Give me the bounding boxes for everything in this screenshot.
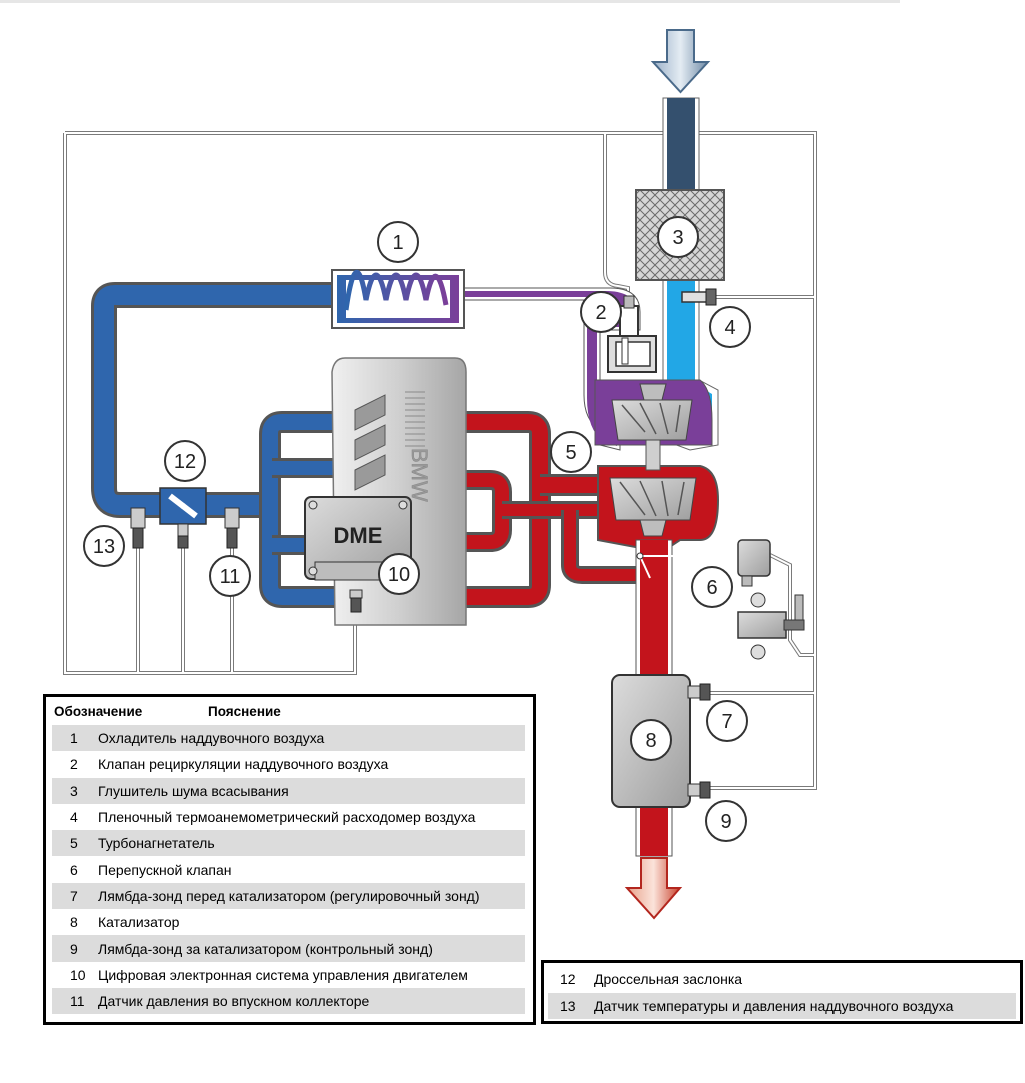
throttle-valve: [159, 487, 207, 549]
legend-row: 7 Лямбда-зонд перед катализатором (регули…: [52, 882, 525, 910]
legend-row-text: Датчик давления во впускном коллекторе: [98, 993, 370, 1010]
svg-text:6: 6: [706, 577, 717, 599]
legend-row-number: 5: [70, 835, 78, 852]
legend-row-number: 9: [70, 940, 78, 957]
legend-row-text: Клапан рециркуляции наддувочного воздуха: [98, 756, 389, 773]
legend-row-text: Пленочный термоанемометрический расходом…: [98, 809, 476, 826]
callout-10: 10: [378, 553, 420, 595]
legend-row: 1 Охладитель наддувочного воздуха: [52, 725, 525, 752]
callout-13: 13: [83, 525, 125, 567]
wastegate-actuator: [737, 539, 805, 660]
callout-1: 1: [377, 221, 419, 263]
legend-row-number: 11: [70, 993, 85, 1010]
svg-text:10: 10: [388, 564, 410, 586]
legend-row-text: Лямбда-зонд за катализатором (контрольны…: [98, 940, 433, 957]
legend-header: Обозначение Пояснение: [46, 697, 533, 725]
legend-row-number: 8: [70, 914, 78, 931]
svg-text:11: 11: [220, 566, 241, 588]
legend-row-number: 6: [70, 861, 78, 878]
legend-row-number: 1: [70, 730, 78, 747]
compressor-wheel: [611, 383, 693, 441]
legend-row: 9 Лямбда-зонд за катализатором (контрольн…: [52, 935, 525, 962]
legend-row-text: Цифровая электронная система управления …: [98, 966, 468, 983]
lambda-sensor-rear: [687, 781, 711, 799]
air-mass-sensor: [681, 288, 717, 306]
legend-row-number: 7: [70, 887, 78, 904]
legend-row: 5 Турбонагнетатель: [52, 830, 525, 857]
svg-text:1: 1: [392, 232, 403, 254]
exhaust-manifold: [460, 411, 640, 608]
callouts: 1 2 3 4 5 6 7 8 9 10 11 12 13: [83, 216, 751, 842]
top-bar: [0, 0, 900, 3]
callout-12: 12: [164, 440, 206, 482]
legend-table-extra: 12 Дроссельная заслонка 13 Датчик температу…: [541, 960, 1023, 1024]
legend-row: 10 Цифровая электронная система управлени…: [52, 962, 525, 988]
legend-row: 6 Перепускной клапан: [52, 856, 525, 882]
callout-2: 2: [580, 291, 622, 333]
legend-row-text: Турбонагнетатель: [98, 835, 215, 852]
engine-block: BMW: [331, 357, 467, 626]
svg-text:9: 9: [720, 811, 731, 833]
legend-row-text: Дроссельная заслонка: [594, 971, 743, 988]
legend-row: 12 Дроссельная заслонка: [548, 966, 1016, 993]
legend-row-number: 3: [70, 782, 78, 799]
svg-text:8: 8: [645, 730, 656, 752]
intake-arrow-icon: [650, 29, 711, 94]
legend-row-number: 4: [70, 809, 78, 826]
dme-label: DME: [334, 523, 383, 548]
legend-row: 8 Катализатор: [52, 909, 525, 935]
callout-5: 5: [550, 431, 592, 473]
callout-7: 7: [706, 700, 748, 742]
legend-row-number: 10: [70, 966, 86, 983]
exhaust-arrow-icon: [624, 857, 683, 920]
svg-text:4: 4: [724, 317, 735, 339]
callout-11: 11: [209, 555, 251, 597]
svg-text:7: 7: [721, 711, 732, 733]
recirculation-valve: [607, 295, 657, 373]
exhaust-pipe: [635, 539, 673, 857]
svg-text:13: 13: [93, 536, 115, 558]
legend-row: 4 Пленочный термоанемометрический расходо…: [52, 804, 525, 830]
svg-text:12: 12: [174, 451, 196, 473]
legend-rows: 1 Охладитель наддувочного воздуха 2 Клапан …: [52, 725, 525, 1015]
engine-logo: BMW: [407, 448, 432, 502]
legend-row-text: Глушитель шума всасывания: [98, 782, 289, 799]
manifold-pressure-sensor: [224, 507, 240, 549]
turbine-wheel: [609, 477, 697, 537]
legend-row-number: 12: [560, 971, 576, 988]
legend-row-text: Охладитель наддувочного воздуха: [98, 730, 325, 747]
callout-4: 4: [709, 306, 751, 348]
callout-9: 9: [705, 800, 747, 842]
legend-row-number: 13: [560, 997, 576, 1014]
charge-air-cooler: [331, 269, 465, 329]
legend-table: Обозначение Пояснение 1 Охладитель наддув…: [43, 694, 536, 1025]
legend-header-explanation: Пояснение: [208, 703, 281, 719]
legend-row-text: Датчик температуры и давления наддувочно…: [594, 997, 954, 1014]
legend-header-designation: Обозначение: [54, 703, 143, 719]
legend-row: 11 Датчик давления во впускном коллекторе: [52, 987, 525, 1015]
legend-row: 13 Датчик температуры и давления наддувоч…: [548, 992, 1016, 1019]
wastegate-flap: [639, 555, 740, 579]
legend-row: 3 Глушитель шума всасывания: [52, 777, 525, 804]
charge-air-temp-pressure-sensor: [130, 507, 146, 549]
svg-text:2: 2: [595, 302, 606, 324]
callout-8: 8: [630, 719, 672, 761]
svg-text:5: 5: [565, 442, 576, 464]
legend-row-text: Катализатор: [98, 914, 180, 931]
legend-row: 2 Клапан рециркуляции наддувочного воздух…: [52, 751, 525, 777]
legend-row-text: Лямбда-зонд перед катализатором (регулир…: [98, 887, 480, 904]
svg-text:3: 3: [672, 227, 683, 249]
wiring-harness: [63, 131, 817, 790]
turbo-shaft: [645, 439, 661, 471]
legend-extra-rows: 12 Дроссельная заслонка 13 Датчик температу…: [548, 966, 1016, 1019]
callout-3: 3: [657, 216, 699, 258]
legend-row-number: 2: [70, 756, 78, 773]
callout-6: 6: [691, 566, 733, 608]
legend-row-text: Перепускной клапан: [98, 861, 232, 878]
lambda-sensor-front: [687, 683, 711, 701]
